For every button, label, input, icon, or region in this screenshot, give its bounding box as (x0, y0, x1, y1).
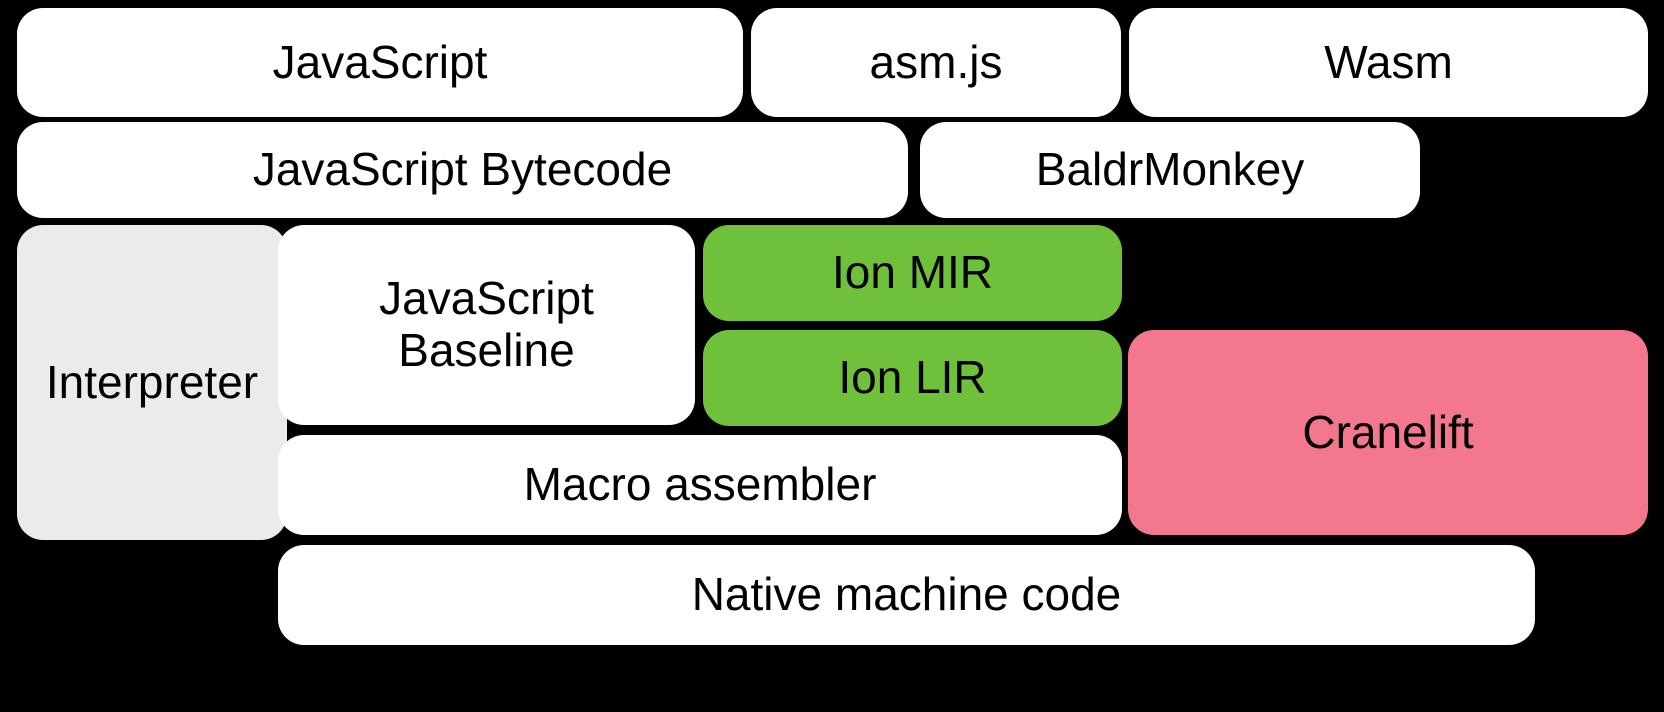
node-javascript-bytecode[interactable]: JavaScript Bytecode (17, 122, 908, 218)
node-baldrmonkey[interactable]: BaldrMonkey (920, 122, 1420, 218)
node-javascript[interactable]: JavaScript (17, 8, 743, 117)
node-wasm[interactable]: Wasm (1129, 8, 1648, 117)
node-native-machine-code[interactable]: Native machine code (278, 545, 1535, 645)
node-ion-mir[interactable]: Ion MIR (703, 225, 1122, 321)
node-interpreter[interactable]: Interpreter (17, 225, 287, 540)
node-javascript-baseline[interactable]: JavaScript Baseline (278, 225, 695, 425)
node-cranelift[interactable]: Cranelift (1128, 330, 1648, 535)
node-asmjs[interactable]: asm.js (751, 8, 1121, 117)
node-macro-assembler[interactable]: Macro assembler (278, 435, 1122, 535)
node-ion-lir[interactable]: Ion LIR (703, 330, 1122, 426)
